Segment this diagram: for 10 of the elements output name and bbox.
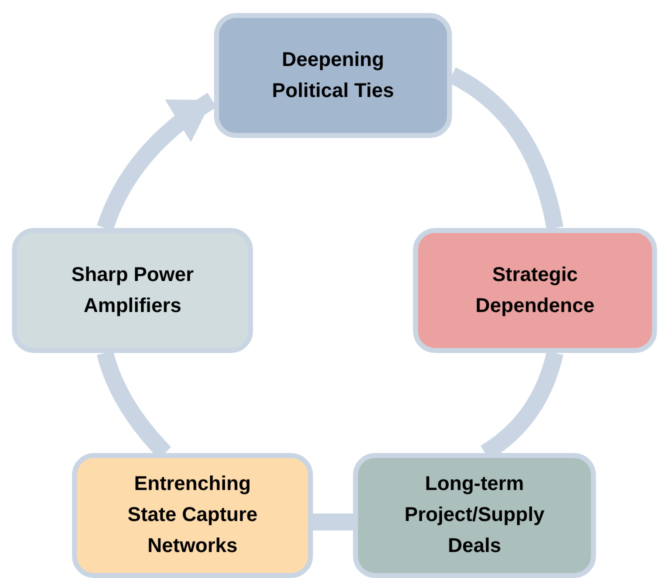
process-box — [12, 228, 253, 353]
box-label: Entrenching State Capture Networks — [126, 472, 259, 559]
process-box — [413, 228, 657, 353]
process-box — [353, 453, 596, 578]
box-label: Sharp Power Amplifiers — [70, 262, 195, 318]
process-box — [214, 13, 452, 138]
box-label: Deepening Political Ties — [271, 48, 395, 104]
box-label: Strategic Dependence — [474, 262, 596, 318]
box-label: Long-term Project/Supply Deals — [403, 472, 546, 559]
process-box — [72, 453, 313, 578]
